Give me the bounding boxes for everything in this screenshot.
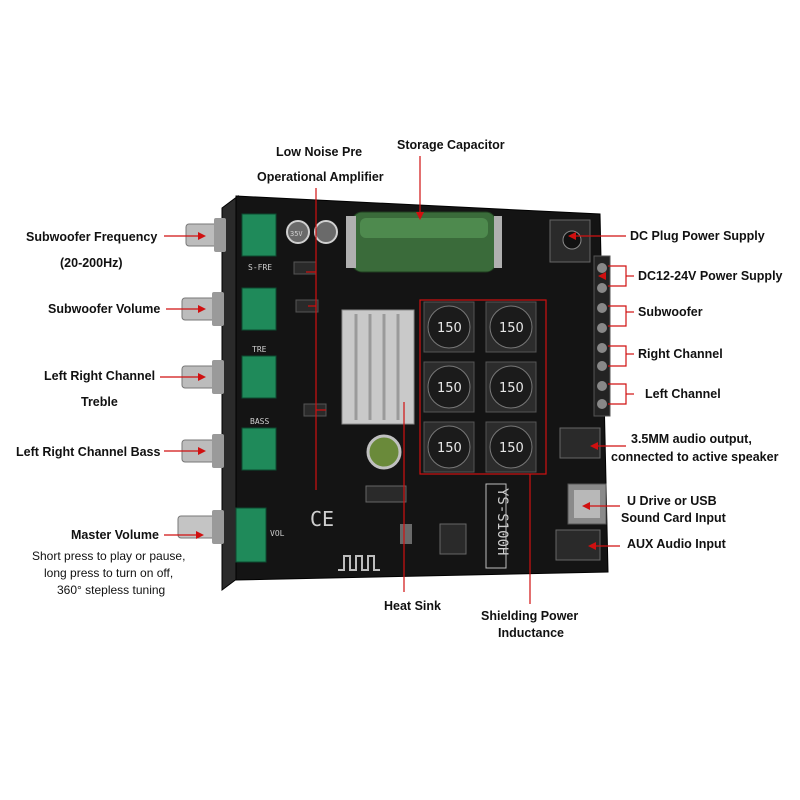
label-heat-sink: Heat Sink	[384, 599, 441, 613]
master-volume-desc-1: Short press to play or pause,	[32, 549, 186, 563]
label-dc-power: DC12-24V Power Supply	[638, 269, 783, 283]
label-subwoofer-volume: Subwoofer Volume	[48, 302, 161, 316]
label-right-channel: Right Channel	[638, 347, 723, 361]
knob-master-volume	[177, 510, 224, 544]
antenna-trace	[338, 555, 380, 571]
svg-text:150: 150	[437, 381, 462, 396]
pot-bass	[241, 427, 277, 471]
label-dc-plug: DC Plug Power Supply	[630, 229, 765, 243]
pot-treble	[241, 355, 277, 399]
audio-out-jack	[559, 427, 601, 459]
callout-lines	[160, 156, 634, 604]
label-subwoofer-frequency-range: (20-200Hz)	[60, 256, 123, 270]
ce-mark: CE	[310, 507, 334, 531]
small-capacitors: 35V	[286, 220, 338, 244]
label-aux-input: AUX Audio Input	[627, 537, 726, 551]
knob-subwoofer-frequency	[185, 218, 226, 252]
label-master-volume: Master Volume	[71, 528, 159, 542]
label-subwoofer-frequency: Subwoofer Frequency	[26, 230, 158, 244]
label-storage-capacitor: Storage Capacitor	[397, 138, 505, 152]
svg-text:150: 150	[437, 321, 462, 336]
label-subwoofer: Subwoofer	[638, 305, 703, 319]
op-amp-chip-2	[295, 299, 319, 313]
silk-sfre: S-FRE	[248, 263, 272, 272]
inductors: 150 150 150 150 150 150	[423, 301, 537, 473]
heat-sink	[341, 309, 415, 425]
svg-text:150: 150	[499, 321, 524, 336]
silk-vol: VOL	[270, 529, 285, 538]
pot-master-volume	[235, 507, 267, 563]
label-usb-sound-card: Sound Card Input	[621, 511, 726, 525]
master-volume-desc-3: 360° stepless tuning	[57, 583, 166, 597]
svg-text:35V: 35V	[290, 230, 303, 238]
label-operational-amplifier: Operational Amplifier	[257, 170, 384, 184]
screw-terminals	[593, 255, 611, 417]
pcb	[235, 195, 609, 581]
svg-text:150: 150	[499, 381, 524, 396]
regulator-chip	[439, 523, 467, 555]
pot-subwoofer-frequency	[241, 213, 277, 257]
label-treble-line2: Treble	[81, 395, 118, 409]
crystal	[400, 524, 412, 544]
svg-text:150: 150	[499, 441, 524, 456]
callout-arrowheads	[196, 212, 606, 550]
model-marking: YS-S100H	[494, 488, 510, 555]
label-left-channel: Left Channel	[645, 387, 721, 401]
svg-text:150: 150	[437, 441, 462, 456]
pot-subwoofer-volume	[241, 287, 277, 331]
dsp-chip	[365, 485, 407, 503]
label-audio-output: 3.5MM audio output,	[631, 432, 752, 446]
label-active-speaker: connected to active speaker	[611, 450, 779, 464]
label-bass: Left Right Channel Bass	[16, 445, 161, 459]
label-shielding-power: Shielding Power	[481, 609, 579, 623]
master-volume-desc-2: long press to turn on off,	[44, 566, 174, 580]
silk-tre: TRE	[252, 345, 267, 354]
label-treble-line1: Left Right Channel	[44, 369, 156, 383]
decoupling-capacitor	[366, 434, 402, 470]
label-u-drive: U Drive or USB	[627, 494, 717, 508]
label-inductance: Inductance	[498, 626, 564, 640]
label-low-noise-pre: Low Noise Pre	[276, 145, 363, 159]
storage-capacitor	[346, 211, 502, 273]
silk-bass: BASS	[250, 417, 269, 426]
